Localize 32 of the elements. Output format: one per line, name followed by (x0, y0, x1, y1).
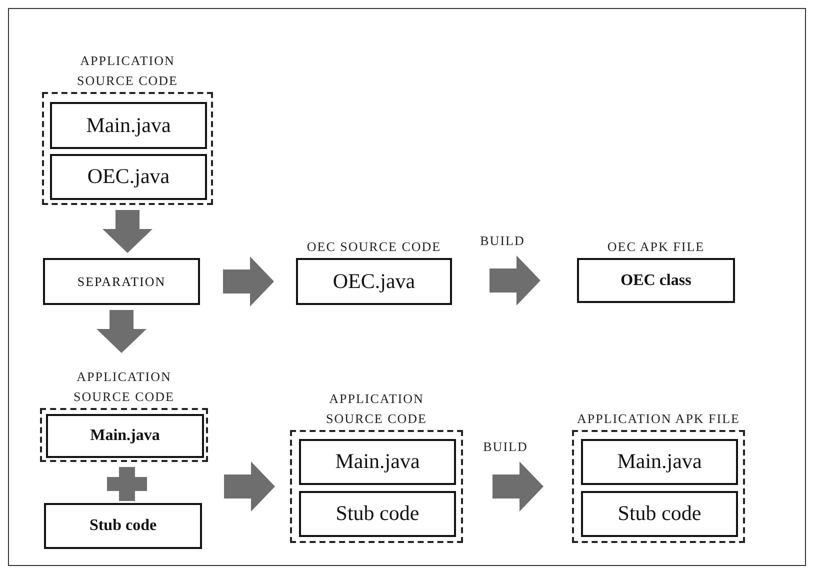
process-box (43, 258, 200, 305)
box-heading: OEC APK FILE (606, 238, 706, 256)
box-label: Main.java (86, 112, 171, 139)
box-heading: APPLICATION SOURCE CODE (72, 368, 176, 406)
box-heading: APPLICATION SOURCE CODE (325, 390, 428, 428)
process-box (50, 154, 207, 200)
box-heading: OEC SOURCE CODE (306, 238, 442, 256)
block-arrow (102, 210, 152, 253)
block-arrow (96, 310, 146, 353)
process-box (581, 439, 738, 485)
box-label: SEPARATION (77, 272, 166, 291)
block-arrow (490, 256, 540, 306)
box-label: Stub code (89, 516, 157, 536)
process-box (44, 503, 202, 549)
process-box (299, 491, 456, 537)
box-heading: APPLICATION APK FILE (576, 410, 741, 428)
box-label: OEC.java (87, 163, 170, 190)
process-box (50, 102, 207, 149)
box-label: Main.java (617, 448, 702, 476)
box-label: Stub code (336, 500, 420, 528)
block-arrow (492, 462, 544, 512)
block-arrow (223, 256, 274, 306)
box-label: Main.java (90, 426, 160, 446)
block-arrow (224, 462, 275, 512)
box-label: Stub code (618, 500, 702, 528)
box-label: OEC.java (332, 268, 416, 295)
process-box (299, 439, 456, 485)
box-heading: APPLICATION SOURCE CODE (76, 52, 179, 90)
box-label: Main.java (335, 448, 420, 476)
box-label: OEC class (620, 270, 692, 290)
process-box (581, 491, 738, 537)
process-box (46, 414, 204, 458)
